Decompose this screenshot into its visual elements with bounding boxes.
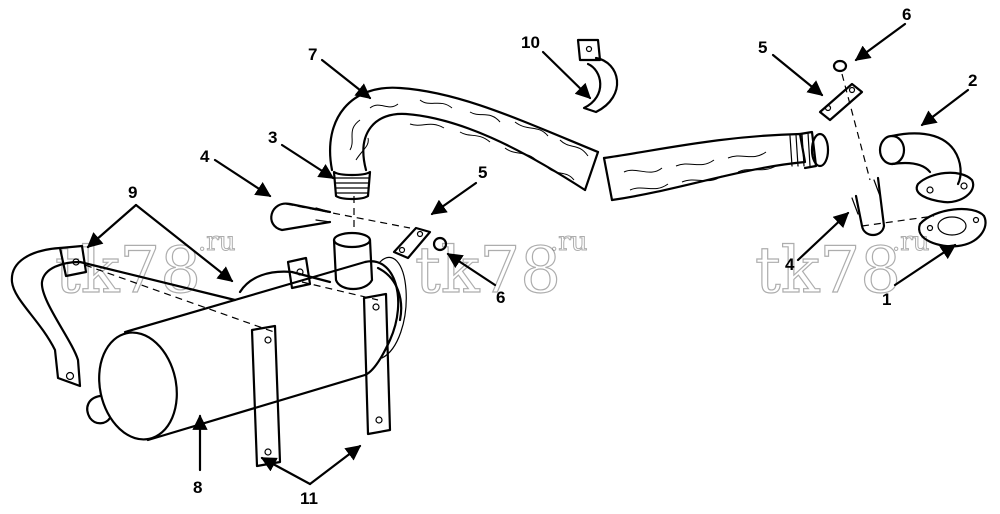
- callout-5-left: 5: [478, 163, 487, 182]
- watermark-suffix: .ru: [550, 227, 587, 257]
- clamp-bracket-right: [818, 82, 864, 122]
- callout-1: 1: [882, 290, 891, 309]
- callout-labels: 1 2 3 4 4 5 5 6 6 7 8 9 10 11: [128, 5, 977, 508]
- muffler-clamp-right: [238, 256, 332, 294]
- watermark-text: tk78: [55, 234, 201, 308]
- assembly-lines: [84, 73, 935, 333]
- callout-8: 8: [193, 478, 202, 497]
- pipe-hanger-clamp: [576, 38, 619, 114]
- callout-4-left: 4: [200, 147, 210, 166]
- mounting-strap-right: [362, 292, 392, 436]
- callout-7: 7: [308, 45, 317, 64]
- watermark-center: tk78 .ru: [414, 227, 588, 309]
- callout-5-right: 5: [758, 38, 767, 57]
- clamp-bracket-left: [392, 226, 432, 260]
- nut-right: [832, 59, 848, 73]
- callout-10: 10: [521, 33, 540, 52]
- mounting-strap-left: [250, 324, 282, 468]
- muffler-clamp-left: [10, 244, 237, 388]
- flange-gasket: [918, 208, 987, 248]
- watermark-left: tk78 .ru: [54, 227, 236, 309]
- watermark-suffix: .ru: [892, 227, 929, 257]
- u-bolt-right: [851, 176, 886, 237]
- callout-2: 2: [968, 71, 977, 90]
- callout-9: 9: [128, 183, 137, 202]
- muffler-inlet-pipe: [332, 231, 374, 291]
- exhaust-pipe: [602, 130, 830, 202]
- callout-6-right: 6: [902, 5, 911, 24]
- watermark-right: tk78 .ru: [754, 227, 930, 309]
- exhaust-elbow: [878, 132, 975, 204]
- leader-arrows: [86, 22, 970, 486]
- callout-6-left: 6: [496, 288, 505, 307]
- callout-3: 3: [268, 128, 277, 147]
- threaded-nipple: [332, 170, 372, 201]
- watermark-text: tk78: [415, 234, 561, 308]
- watermark-suffix: .ru: [198, 227, 235, 257]
- flex-exhaust-hose: [329, 86, 600, 192]
- u-bolt-left: [270, 202, 332, 232]
- muffler: [86, 256, 407, 442]
- callout-11: 11: [300, 489, 318, 508]
- nut-left: [432, 236, 448, 252]
- watermark-text: tk78: [755, 234, 901, 308]
- callout-4-right: 4: [785, 255, 795, 274]
